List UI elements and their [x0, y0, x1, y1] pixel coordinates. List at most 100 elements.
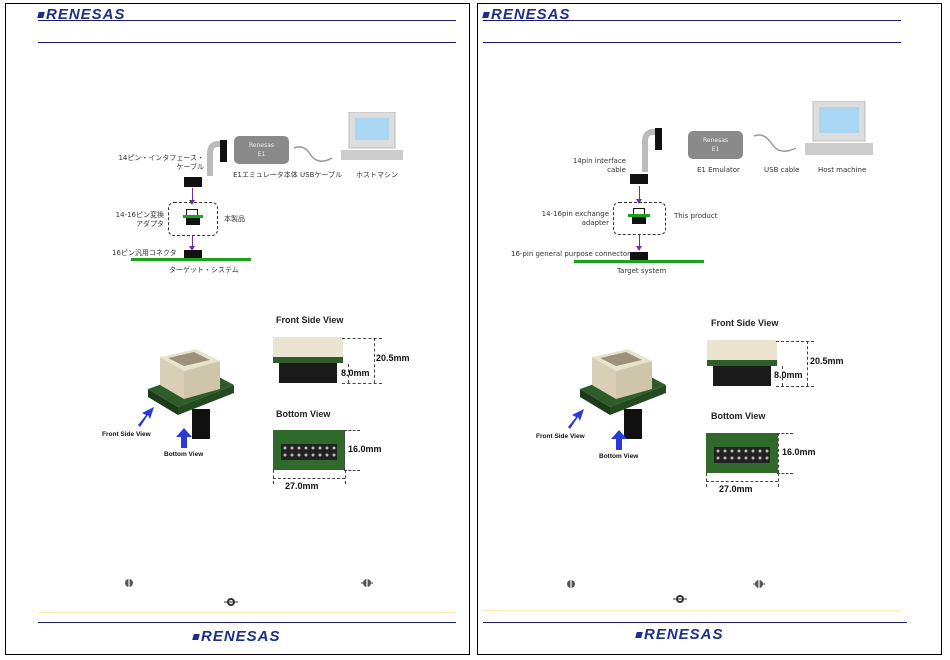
blue-arrow-icon [568, 409, 584, 429]
dim-line-depth-bottom [777, 473, 793, 474]
emulator-label: E1 Emulator [697, 166, 740, 174]
adapter-3d-photo [148, 349, 234, 439]
host-label: ホストマシン [356, 171, 398, 179]
connect-arrow-1 [636, 186, 642, 204]
front-arrow-label: Front Side View [102, 431, 151, 438]
cable-plug [184, 177, 202, 187]
bottom-arrow-label: Bottom View [164, 451, 204, 458]
pcb-bottom-photo [273, 430, 345, 470]
no-disassemble-icon [566, 579, 576, 592]
host-computer-icon [341, 112, 403, 160]
dim-depth: 16.0mm [782, 447, 816, 457]
adapter-bottom [186, 218, 200, 225]
dim-line-depth-top [344, 430, 360, 431]
target-label: ターゲット・システム [169, 266, 239, 274]
dim-line-bottom [342, 383, 382, 384]
pcb-front-photo [273, 337, 343, 383]
dim-line-width-left [273, 470, 274, 484]
blue-arrow-icon [138, 407, 154, 427]
connector-label: 16-pin general purpose connector [511, 250, 631, 258]
dim-height: 20.5mm [810, 356, 844, 366]
front-view-title: Front Side View [711, 318, 779, 328]
dim-line-height [807, 341, 808, 386]
header-rule-bottom [483, 42, 901, 43]
caution-circle-icon [673, 594, 687, 607]
header-rule-top [483, 20, 901, 21]
dim-line-width-left [706, 473, 707, 487]
adapter-3d-photo [580, 349, 666, 439]
footer-rule [483, 622, 907, 623]
pcb-bottom-photo [706, 433, 778, 473]
dim-line-header [782, 366, 783, 386]
cable-label: 14ピン・インタフェース・ ケーブル [118, 154, 204, 171]
blue-arrow-icon [176, 428, 192, 448]
blue-arrow-icon [611, 430, 627, 450]
dim-line-header [348, 364, 349, 383]
front-arrow-label: Front Side View [536, 433, 585, 440]
dim-width: 27.0mm [285, 481, 319, 491]
footer-rule [38, 622, 456, 623]
dim-line-width-right [345, 470, 346, 484]
dim-line-height [374, 338, 375, 383]
target-board [131, 258, 251, 261]
footer-accent [38, 612, 456, 613]
bottom-view-title: Bottom View [711, 411, 766, 421]
bottom-view-title: Bottom View [276, 409, 331, 419]
no-touch-icon [361, 578, 373, 591]
e1-emulator-box: Renesas E1 [234, 136, 289, 164]
usb-cable-wave-icon [293, 146, 333, 162]
adapter-bottom [632, 217, 646, 224]
adapter-dashed-box [168, 202, 218, 236]
target-connector [630, 252, 648, 260]
e1-emulator-box: Renesas E1 [688, 131, 743, 159]
adapter-label: 14-16ピン変換 アダプタ [115, 211, 164, 228]
adapter-pcb [183, 215, 203, 218]
dim-line-width [273, 478, 345, 479]
no-touch-icon [753, 579, 765, 592]
dim-line-depth [344, 430, 345, 470]
dim-line-top [776, 341, 814, 342]
dim-header: 8.0mm [341, 368, 370, 378]
dim-line-depth-top [777, 433, 793, 434]
dim-line-depth-bottom [344, 470, 360, 471]
cable-connector-icon [207, 140, 227, 176]
front-view-title: Front Side View [276, 315, 344, 325]
connect-arrow-1 [189, 188, 195, 205]
usb-label: USBケーブル [300, 171, 342, 179]
renesas-logo-bottom: RENESAS [635, 626, 724, 643]
renesas-logo-top: RENESAS [482, 6, 571, 23]
cable-plug [630, 174, 648, 184]
dim-line-top [342, 338, 382, 339]
dim-header: 8.0mm [774, 370, 803, 380]
adapter-dashed-box [613, 202, 666, 235]
target-connector [184, 250, 202, 258]
dim-line-bottom [776, 386, 814, 387]
target-board [574, 260, 704, 263]
host-computer-icon [805, 101, 873, 155]
target-label: Target system [617, 267, 667, 275]
header-rule-bottom [38, 42, 456, 43]
caution-circle-icon [224, 597, 238, 610]
page-japanese: RENESAS 14ピン・インタフェース・ ケーブル Renesas E1 E1… [5, 3, 470, 655]
dim-line-width [706, 481, 778, 482]
usb-cable-wave-icon [753, 134, 797, 152]
connect-arrow-2 [189, 236, 195, 251]
footer-accent [483, 610, 901, 611]
usb-label: USB cable [764, 166, 800, 174]
connector-label: 16ピン汎用コネクタ [112, 249, 177, 257]
dim-line-depth [778, 433, 779, 473]
host-label: Host machine [818, 166, 867, 174]
dim-width: 27.0mm [719, 484, 753, 494]
cable-label: 14pin interface cable [572, 157, 626, 174]
adapter-label: 14-16pin exchange adapter [541, 210, 609, 227]
product-label: This product [674, 212, 718, 220]
product-label: 本製品 [224, 215, 245, 223]
renesas-logo-bottom: RENESAS [192, 628, 281, 645]
connect-arrow-2 [636, 235, 642, 251]
page-english: RENESAS 14pin interface cable Renesas E1… [477, 3, 942, 655]
dim-height: 20.5mm [376, 353, 410, 363]
adapter-pcb [628, 214, 650, 217]
dim-line-width-right [778, 473, 779, 487]
emulator-label: E1エミュレータ本体 [233, 171, 298, 179]
pcb-front-photo [707, 340, 777, 386]
